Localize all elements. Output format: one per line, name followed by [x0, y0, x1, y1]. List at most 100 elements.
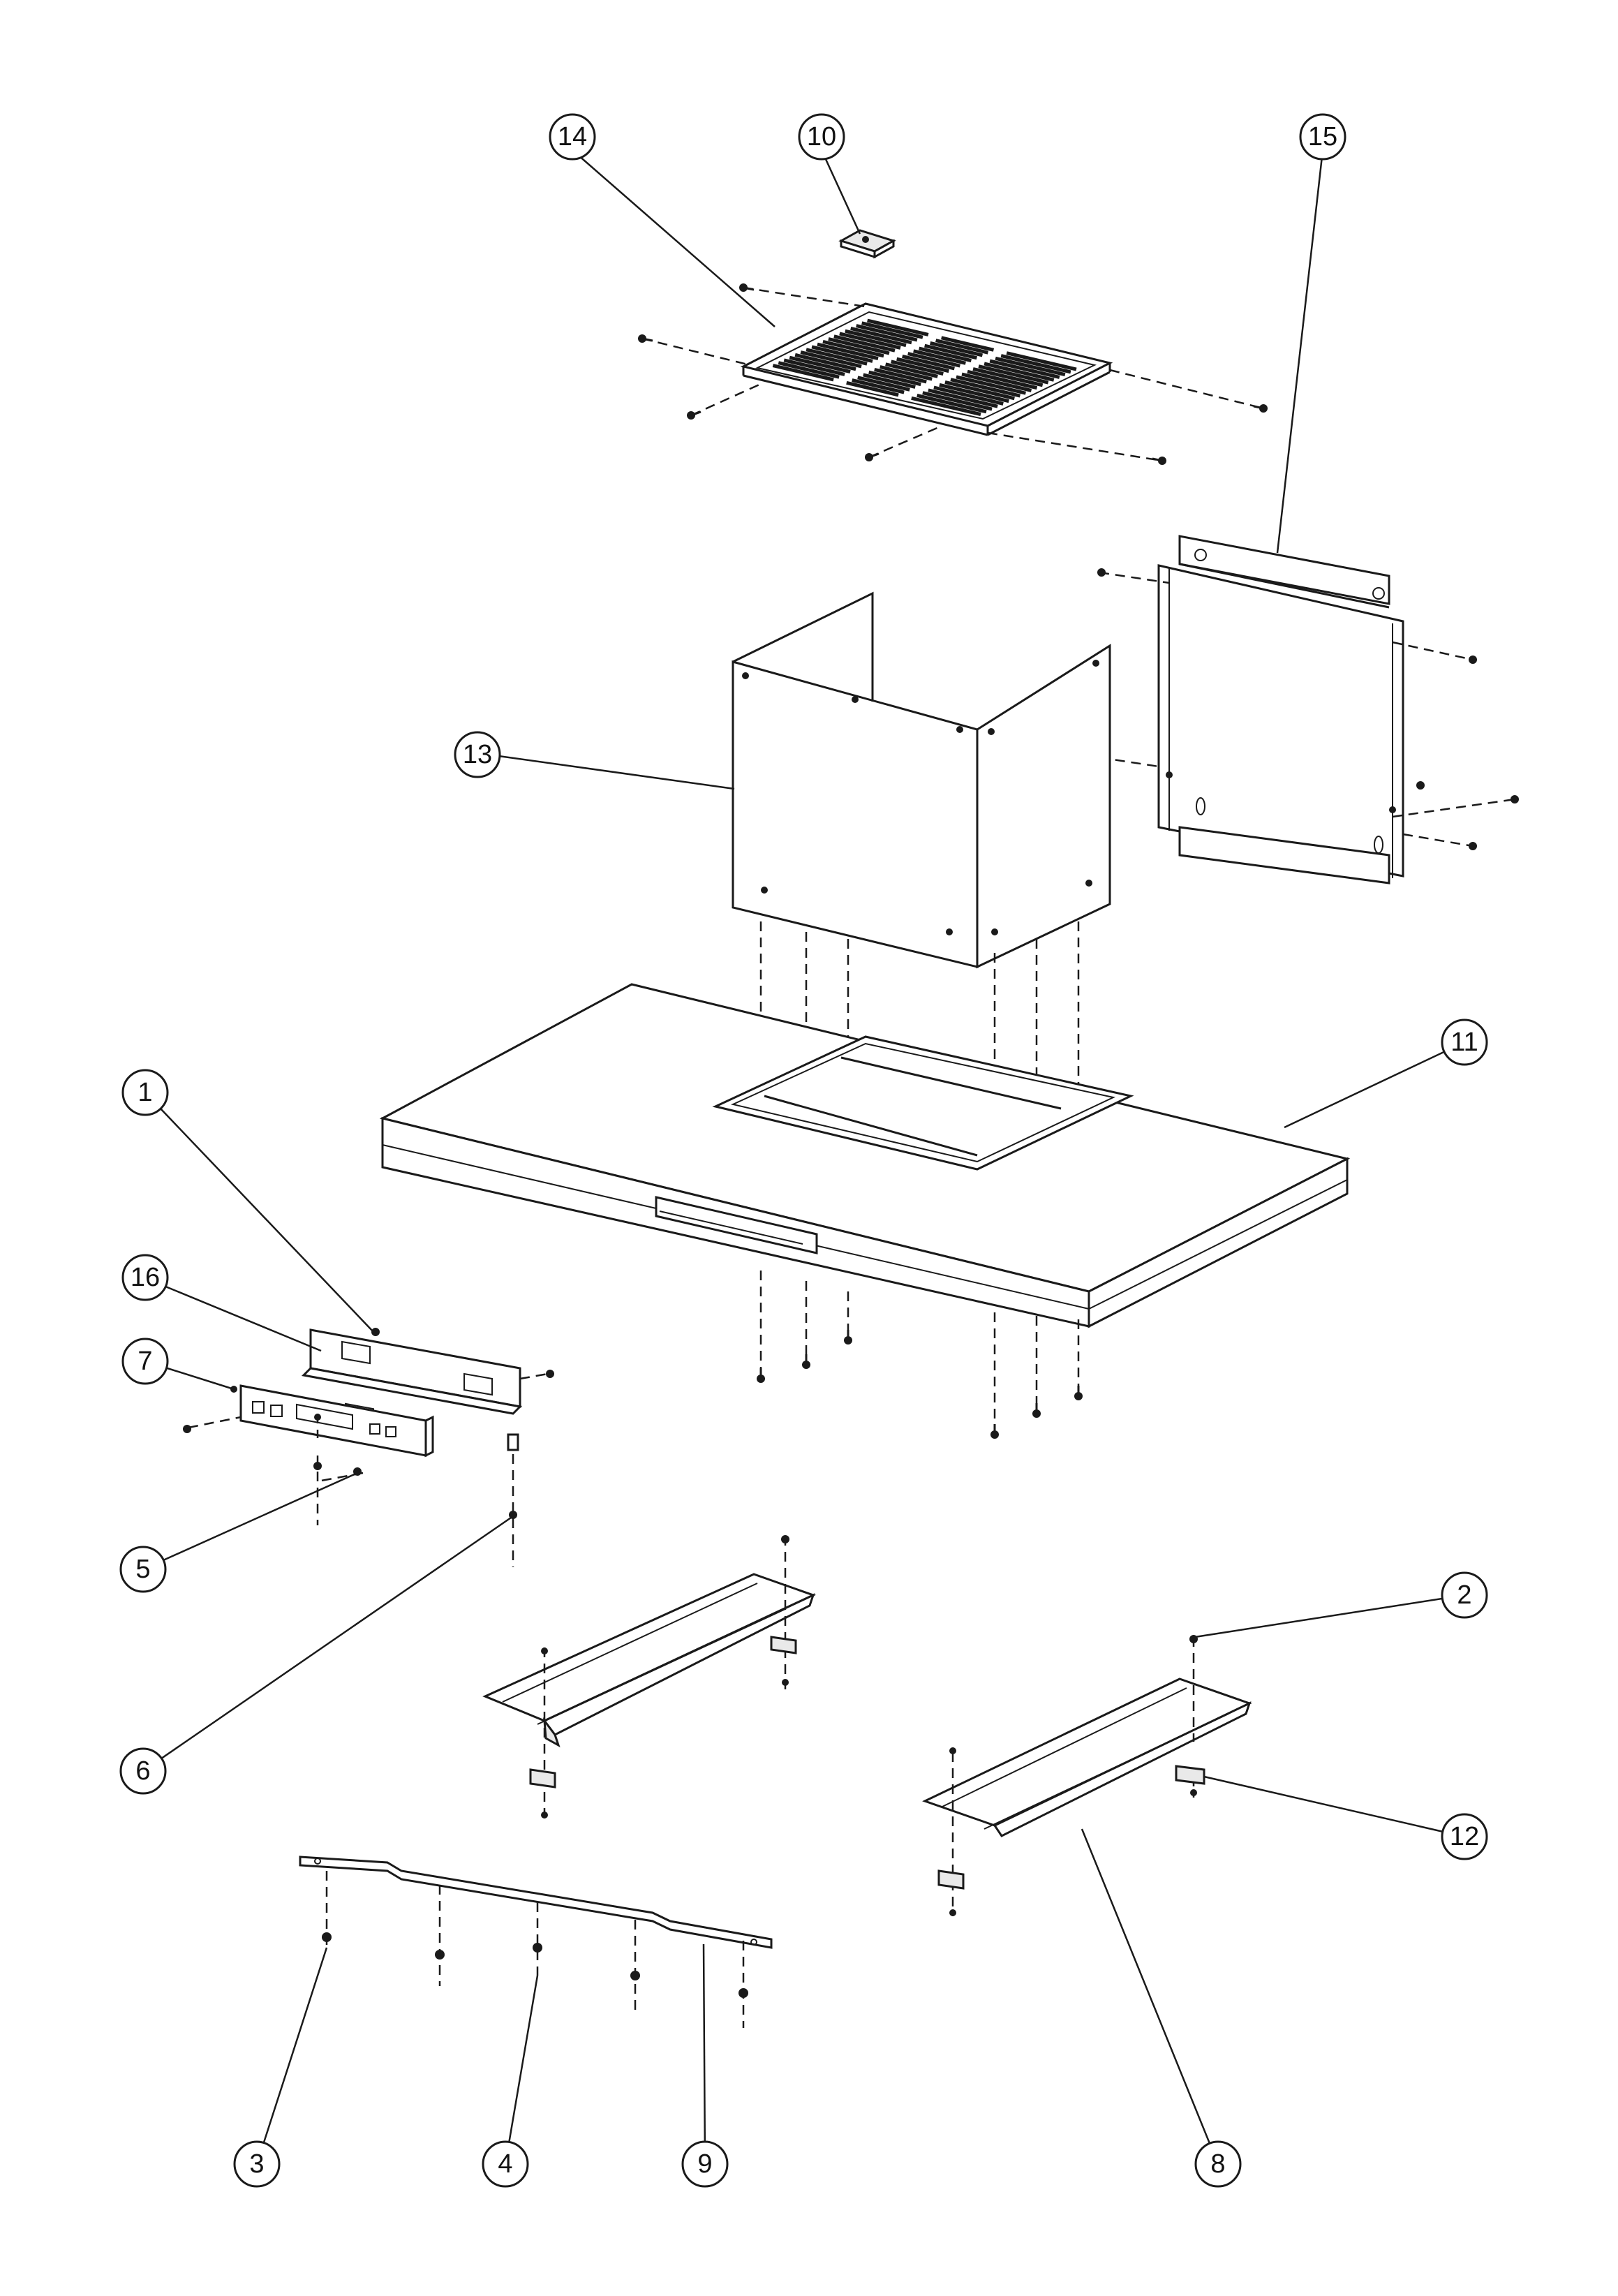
grille-slot — [950, 378, 1020, 398]
screw — [1469, 842, 1477, 850]
grille-slot — [857, 376, 910, 392]
grille-slot — [944, 380, 1015, 401]
svg-text:8: 8 — [1210, 2149, 1225, 2179]
screw — [782, 1679, 789, 1686]
screw — [541, 1812, 548, 1819]
screw — [757, 1368, 765, 1383]
svg-text:5: 5 — [135, 1555, 150, 1584]
grille-slot — [896, 357, 949, 373]
grille-slot — [1000, 354, 1071, 374]
screw — [802, 1354, 810, 1369]
grille-slot — [891, 360, 944, 376]
screw — [1097, 568, 1106, 577]
callout-16: 16 — [121, 1254, 169, 1301]
anchor-screw — [322, 1932, 332, 1942]
grille-slot — [783, 358, 845, 376]
screw — [1511, 795, 1519, 803]
anchor-screw — [435, 1950, 445, 1960]
grille-slot — [933, 385, 1004, 406]
grille-slot — [800, 350, 862, 369]
callout-11: 11 — [1441, 1019, 1488, 1066]
leader-lines — [142, 149, 1465, 2165]
grille-slot — [817, 342, 879, 361]
grille-slot — [794, 353, 856, 371]
svg-text:3: 3 — [249, 2149, 264, 2179]
control-bracket — [301, 1328, 554, 1428]
grille-slot — [861, 321, 923, 339]
screw — [1032, 1403, 1041, 1418]
hood-body — [379, 983, 1351, 1439]
svg-text:4: 4 — [498, 2149, 512, 2179]
grille-slot — [845, 329, 907, 348]
grille-slot — [916, 394, 987, 414]
grille-slot — [789, 355, 851, 374]
grille-slot — [885, 362, 938, 378]
screw — [541, 1647, 548, 1654]
screw — [638, 334, 653, 343]
grille-slot — [922, 391, 993, 411]
grille-slot — [879, 365, 933, 381]
grille-slot — [811, 345, 873, 363]
screw — [371, 1328, 380, 1336]
screw — [546, 1370, 554, 1378]
grille-slot — [907, 352, 960, 368]
svg-text:15: 15 — [1308, 122, 1337, 151]
svg-text:6: 6 — [135, 1756, 150, 1786]
grille-slot — [874, 367, 927, 384]
callout-9: 9 — [681, 2140, 729, 2188]
grille-slot — [924, 343, 977, 360]
grille-slot — [867, 318, 929, 336]
screw — [990, 1424, 999, 1439]
callout-15: 15 — [1299, 113, 1346, 161]
callout-bubbles: 1 2 3 4 5 6 7 8 9 10 11 12 13 14 15 16 — [119, 113, 1488, 2188]
top-grille — [638, 283, 1268, 465]
grille-slot — [935, 339, 989, 355]
screw — [1190, 1789, 1197, 1796]
grille-slot — [913, 349, 966, 365]
screw — [781, 1535, 789, 1543]
screw — [844, 1330, 852, 1345]
svg-text:16: 16 — [131, 1263, 160, 1292]
control-panel — [183, 1384, 434, 1458]
clip — [1175, 1765, 1205, 1785]
grille-slot — [978, 364, 1049, 385]
grille-slot — [828, 337, 890, 355]
svg-text:9: 9 — [697, 2149, 712, 2179]
grille-slot — [956, 375, 1027, 395]
middle-rail — [482, 1535, 816, 1819]
callout-12: 12 — [1441, 1813, 1488, 1860]
grille-slot — [839, 332, 901, 350]
callout-8: 8 — [1194, 2140, 1242, 2188]
screw — [314, 1414, 321, 1421]
svg-text:11: 11 — [1450, 1028, 1478, 1057]
grille-slot — [984, 362, 1055, 382]
grille-slot — [928, 388, 998, 408]
grille-slot — [856, 324, 918, 342]
grille-slot — [822, 339, 884, 358]
grille-slot — [806, 348, 868, 366]
grille-slot — [863, 373, 916, 389]
screw — [687, 410, 702, 420]
grille-slot — [778, 361, 840, 379]
anchor-screw — [739, 1988, 748, 1998]
callout-14: 14 — [549, 113, 596, 161]
callout-7: 7 — [121, 1338, 169, 1385]
grille-slot — [961, 372, 1032, 392]
grille-slot — [911, 396, 981, 417]
grille-slot — [967, 369, 1038, 390]
callout-3: 3 — [233, 2140, 281, 2188]
screw — [1469, 656, 1477, 664]
mounting-bar — [299, 1856, 773, 2028]
screw — [865, 452, 879, 461]
anchor-screw — [630, 1971, 640, 1980]
callout-10: 10 — [798, 113, 845, 161]
grille-slot — [833, 334, 896, 353]
right-rail — [922, 1635, 1252, 1916]
callout-4: 4 — [482, 2140, 529, 2188]
callout-13: 13 — [454, 731, 501, 778]
clip — [770, 1636, 797, 1654]
grille-slot — [989, 359, 1060, 379]
screw — [949, 1909, 956, 1916]
grille-slot — [902, 354, 955, 371]
screw — [1416, 781, 1425, 790]
